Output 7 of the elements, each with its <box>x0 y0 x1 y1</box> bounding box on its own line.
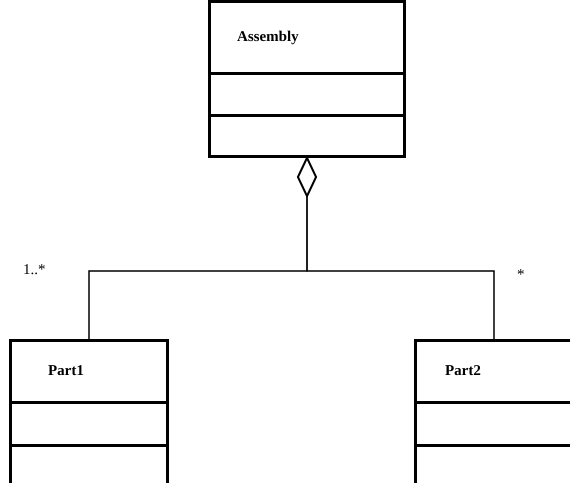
class-box <box>9 339 169 483</box>
class-box <box>414 339 570 483</box>
class-name: Part1 <box>48 363 84 380</box>
class-box <box>208 0 406 158</box>
class-name: Part2 <box>445 363 481 380</box>
aggregation-line <box>297 157 495 339</box>
class-name: Assembly <box>237 29 299 46</box>
